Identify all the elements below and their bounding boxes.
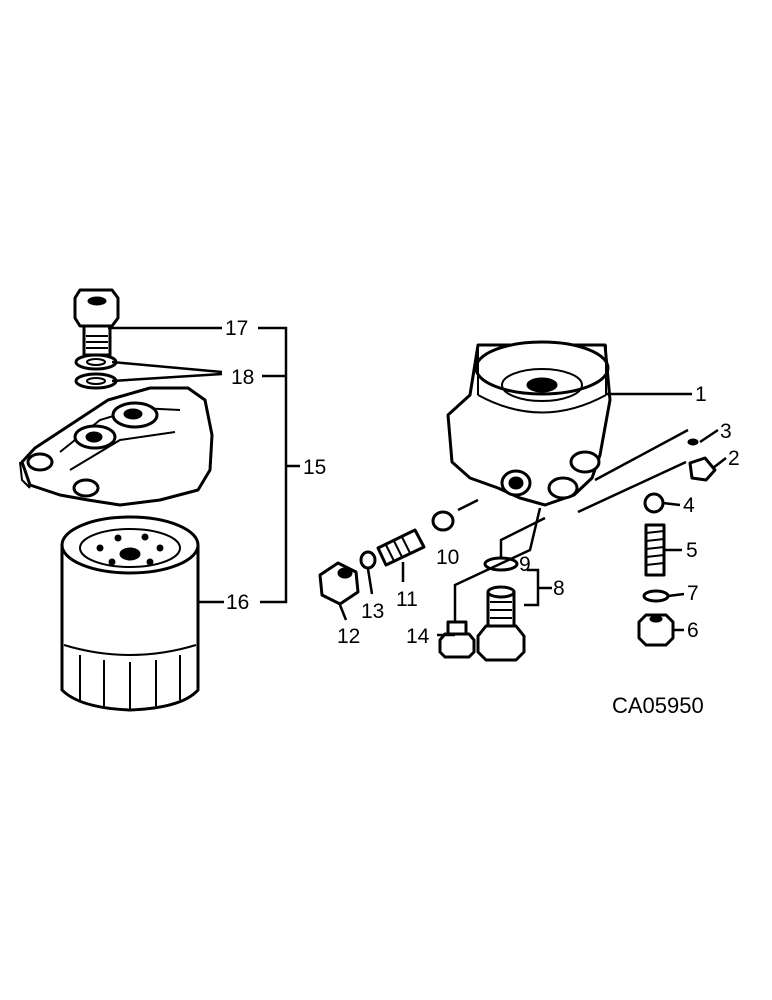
callout-7: 7 — [687, 582, 699, 605]
plug-part-2 — [688, 456, 717, 482]
filter-housing-part-1 — [446, 340, 612, 507]
ball-part-10 — [431, 510, 455, 532]
callout-6: 6 — [687, 619, 699, 642]
callout-16: 16 — [226, 591, 249, 614]
leader-13 — [366, 568, 374, 595]
washer-parts-18 — [74, 353, 118, 390]
bracket-8 — [524, 568, 552, 607]
leader-10 — [457, 498, 479, 512]
callout-18: 18 — [231, 366, 254, 389]
callout-1: 1 — [695, 383, 707, 406]
leader-18 — [111, 360, 223, 383]
ball-part-4 — [643, 492, 665, 514]
bracket-15 — [258, 326, 300, 604]
washer-part-7 — [642, 589, 670, 603]
callout-11: 11 — [396, 588, 418, 611]
leader-12 — [338, 604, 348, 621]
washer-part-13 — [359, 550, 377, 570]
washer-part-3 — [687, 438, 699, 446]
callout-14: 14 — [406, 625, 430, 648]
callout-2: 2 — [728, 447, 740, 470]
callout-13: 13 — [361, 600, 384, 623]
callout-3: 3 — [720, 420, 732, 443]
spring-part-5 — [644, 523, 666, 577]
leader-4 — [662, 501, 681, 507]
callout-15: 15 — [303, 456, 326, 479]
callout-17: 17 — [225, 317, 248, 340]
plug-part-6 — [637, 613, 675, 647]
callout-10: 10 — [436, 546, 459, 569]
leader-14 — [437, 507, 542, 637]
filter-cartridge-part-16 — [60, 515, 200, 712]
callout-12: 12 — [337, 625, 360, 648]
callout-5: 5 — [686, 539, 698, 562]
leader-2-3 — [577, 428, 727, 514]
callout-8: 8 — [553, 577, 565, 600]
diagram-code: CA05950 — [612, 693, 704, 718]
spring-part-11 — [376, 528, 426, 567]
bolt-part-17 — [73, 288, 120, 357]
leader-7 — [667, 592, 685, 598]
leader-9 — [499, 516, 546, 558]
plug-part-12 — [318, 561, 360, 606]
callout-9: 9 — [519, 553, 531, 576]
adapter-part-8 — [476, 585, 526, 662]
bolt-part-14 — [438, 620, 476, 659]
filter-head-part — [19, 386, 214, 507]
callout-4: 4 — [683, 494, 695, 517]
